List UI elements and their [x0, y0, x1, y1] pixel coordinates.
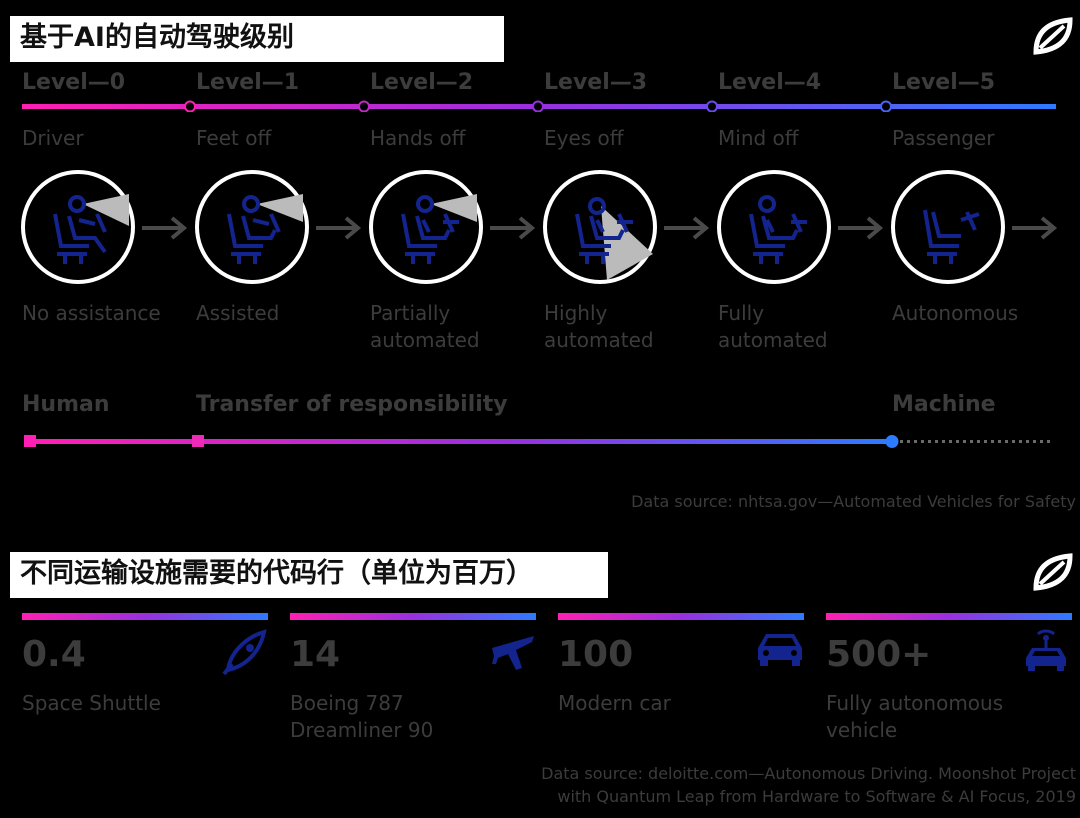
stat-label-modern-car: Modern car: [558, 691, 671, 715]
level-2-description: Partially automated: [370, 301, 480, 352]
level-5-label: Level—5: [892, 70, 996, 95]
scale-human-label: Human: [22, 392, 110, 417]
stat-value-modern-car: 100: [558, 634, 634, 675]
stat-bar-2: [290, 613, 536, 620]
level-3-seat-circle: [543, 170, 657, 284]
rocket-icon: [222, 629, 267, 676]
passenger-seat-icon: [923, 209, 980, 264]
level-1-description: Assisted: [196, 301, 280, 325]
level-2-mode: Hands off: [370, 126, 466, 150]
level-0-description: No assistance: [22, 301, 161, 325]
level-0-label: Level—0: [22, 70, 126, 95]
level-3-description: Highly automated: [544, 301, 654, 352]
scale-machine-label: Machine: [892, 392, 996, 417]
brand-leaf-icon: [1033, 553, 1073, 591]
section1-source: Data source: nhtsa.gov—Automated Vehicle…: [631, 492, 1076, 511]
level-4-mode: Mind off: [718, 126, 799, 150]
stat-value-boeing: 14: [290, 634, 341, 675]
arrow-right-icon: [1012, 216, 1058, 240]
responsibility-scale: [24, 435, 1050, 448]
arrow-right-icon: [142, 216, 188, 240]
timeline-dot-1: [184, 100, 196, 112]
level-2-label: Level—2: [370, 70, 474, 95]
level-3-mode: Eyes off: [544, 126, 624, 150]
timeline-dot-2: [358, 100, 370, 112]
stat-label-boeing: Boeing 787 Dreamliner 90: [290, 691, 434, 742]
scale-machine-marker: [885, 435, 899, 448]
scale-transfer-marker: [192, 435, 204, 447]
level-5-seat-circle: [891, 170, 1005, 284]
stat-label-space-shuttle: Space Shuttle: [22, 691, 161, 715]
level-5-mode: Passenger: [892, 126, 995, 150]
airplane-icon: [492, 636, 534, 670]
level-2-seat-circle: [369, 170, 483, 284]
arrow-right-icon: [490, 216, 536, 240]
arrow-right-icon: [316, 216, 362, 240]
arrow-right-icon: [838, 216, 884, 240]
stat-bar-3: [558, 613, 804, 620]
scale-transfer-label: Transfer of responsibility: [196, 392, 508, 417]
timeline-dot-3: [532, 100, 544, 112]
feet-off-seat-icon: [227, 194, 303, 264]
level-4-label: Level—4: [718, 70, 822, 95]
autonomous-vehicle-icon: [1026, 629, 1066, 671]
stat-label-autonomous: Fully autonomous vehicle: [826, 691, 1004, 742]
level-5-description: Autonomous: [892, 301, 1019, 325]
section1-title: 基于AI的自动驾驶级别: [10, 16, 504, 62]
driver-seat-icon: [53, 194, 129, 264]
section2-source-line2: with Quantum Leap from Hardware to Softw…: [557, 787, 1076, 806]
eyes-off-seat-icon: [575, 197, 653, 280]
scale-human-marker: [24, 435, 36, 447]
timeline-dot-4: [706, 100, 718, 112]
level-1-mode: Feet off: [196, 126, 272, 150]
level-0-mode: Driver: [22, 126, 84, 150]
level-0-seat-circle: [21, 170, 135, 284]
section2-source-line1: Data source: deloitte.com—Autonomous Dri…: [541, 764, 1076, 783]
level-timeline: [22, 100, 1056, 112]
stat-bar-1: [22, 613, 268, 620]
level-4-seat-circle: [717, 170, 831, 284]
car-icon: [758, 634, 802, 666]
timeline-dot-5: [880, 100, 892, 112]
section2-title: 不同运输设施需要的代码行（单位为百万）: [10, 552, 608, 598]
level-3-label: Level—3: [544, 70, 648, 95]
stat-value-autonomous: 500+: [826, 634, 932, 675]
brand-leaf-icon: [1033, 17, 1073, 55]
arrow-right-icon: [664, 216, 710, 240]
stat-value-space-shuttle: 0.4: [22, 634, 86, 675]
stat-bar-4: [826, 613, 1072, 620]
hands-off-seat-icon: [401, 194, 477, 264]
level-4-description: Fully automated: [718, 301, 828, 352]
mind-off-seat-icon: [749, 195, 807, 264]
level-1-label: Level—1: [196, 70, 300, 95]
level-1-seat-circle: [195, 170, 309, 284]
